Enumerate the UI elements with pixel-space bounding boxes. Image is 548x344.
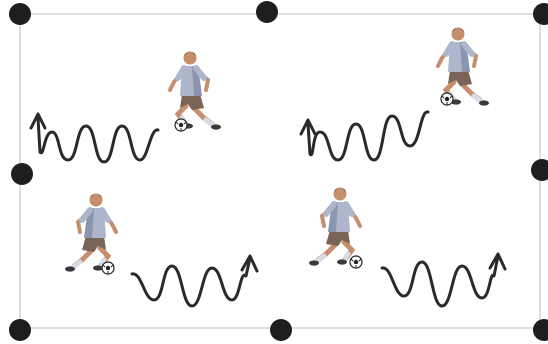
ball-top-right bbox=[441, 93, 453, 105]
player-back-shoe bbox=[479, 100, 489, 105]
dribble-path-bottom-right bbox=[382, 256, 498, 306]
player-front-shoe bbox=[337, 259, 347, 264]
ball-top-left bbox=[175, 119, 187, 131]
player-front-sock bbox=[344, 254, 348, 260]
dribble-path-bottom-left bbox=[132, 258, 250, 306]
ball-bottom-right bbox=[350, 256, 362, 268]
player-bottom-left bbox=[65, 194, 116, 272]
cone-right-middle bbox=[531, 159, 548, 181]
player-figure bbox=[170, 52, 221, 130]
ball-bottom-left bbox=[102, 262, 114, 274]
cone-top-middle bbox=[256, 1, 278, 23]
player-head bbox=[452, 28, 465, 41]
dribble-path-top-right bbox=[308, 112, 428, 160]
cone-bottom-left bbox=[9, 319, 31, 341]
player-head bbox=[334, 188, 347, 201]
player-bottom-right bbox=[309, 188, 360, 266]
cone-bottom-right bbox=[533, 319, 548, 341]
cone-top-left bbox=[9, 3, 31, 25]
dribble-path-top-left bbox=[38, 118, 158, 162]
cone-bottom-middle bbox=[270, 319, 292, 341]
cone-top-right bbox=[533, 3, 548, 25]
player-figure bbox=[65, 194, 116, 272]
player-back-shoe bbox=[211, 124, 221, 129]
player-back-shoe bbox=[309, 260, 319, 265]
player-top-left bbox=[170, 52, 221, 130]
player-head bbox=[90, 194, 103, 207]
balls bbox=[102, 93, 453, 274]
player-head bbox=[184, 52, 197, 65]
cone-left-middle bbox=[11, 163, 33, 185]
player-figure bbox=[309, 188, 360, 266]
player-back-shoe bbox=[65, 266, 75, 271]
